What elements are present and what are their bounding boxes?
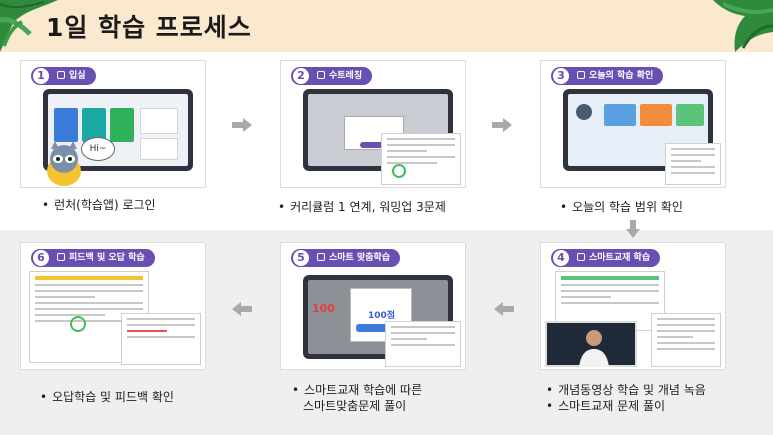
schedule-panel — [140, 138, 178, 160]
step-badge-label: 스마트 맞춤학습 — [329, 253, 391, 263]
step-badge: 1 입실 — [31, 67, 96, 85]
header-band — [0, 0, 773, 52]
step-number: 6 — [33, 250, 49, 266]
page-title: 1일 학습 프로세스 — [46, 13, 252, 42]
step-caption-5: •스마트교재 학습에 따른 스마트맞춤문제 풀이 — [292, 383, 423, 413]
step-card-3: 3 오늘의 학습 확인 — [540, 60, 726, 188]
step-card-1: 1 입실 Hi~ — [20, 60, 206, 188]
step-card-2: 2 수트레칭 — [280, 60, 466, 188]
step-badge-label: 피드백 및 오답 학습 — [69, 253, 145, 263]
feedback-sheet — [121, 313, 201, 365]
app-tile-green — [110, 108, 134, 142]
lesson-card-green — [676, 104, 704, 126]
circle-mark-icon — [392, 164, 406, 178]
step-badge: 3 오늘의 학습 확인 — [551, 67, 664, 85]
feedback-icon — [57, 253, 65, 261]
circle-mark-icon — [70, 316, 86, 332]
arrow-down-icon — [626, 220, 640, 238]
step-caption-1: •런처(학습앱) 로그인 — [42, 198, 156, 212]
result-button — [356, 324, 406, 332]
login-icon — [57, 71, 65, 79]
problem-sheet — [381, 133, 461, 185]
lesson-card-blue — [604, 104, 636, 126]
avatar — [576, 104, 592, 120]
step-badge: 5 스마트 맞춤학습 — [291, 249, 401, 267]
raccoon-mascot-icon — [47, 141, 81, 186]
problem-sheet — [385, 321, 461, 367]
arrow-right-icon — [492, 118, 512, 132]
step-number: 1 — [33, 68, 49, 84]
step-number: 3 — [553, 68, 569, 84]
score-small-text: 100점 — [368, 311, 396, 321]
checklist-icon — [577, 71, 585, 79]
problem-sheet — [651, 313, 721, 367]
textbook-icon — [577, 253, 585, 261]
app-tile-teal — [82, 108, 106, 142]
arrow-left-icon — [494, 302, 514, 316]
textbook-page — [665, 143, 721, 185]
app-tile-blue — [54, 108, 78, 142]
profile-panel — [140, 108, 178, 134]
palm-leaf-left-icon — [0, 0, 58, 52]
step-caption-2: •커리큘럼 1 연계, 워밍업 3문제 — [278, 200, 446, 214]
arrow-left-icon — [232, 302, 252, 316]
arrow-right-icon — [232, 118, 252, 132]
teacher-icon — [579, 330, 609, 367]
step-badge-label: 스마트교재 학습 — [589, 253, 651, 263]
step-badge: 4 스마트교재 학습 — [551, 249, 661, 267]
step-badge-label: 수트레칭 — [329, 71, 363, 81]
lesson-card-orange — [640, 104, 672, 126]
speech-bubble: Hi~ — [81, 137, 115, 161]
tablet-frame — [563, 89, 713, 171]
step-number: 4 — [553, 250, 569, 266]
stretch-icon — [317, 71, 325, 79]
dialog-button — [360, 142, 388, 148]
smart-learning-icon — [317, 253, 325, 261]
step-number: 5 — [293, 250, 309, 266]
palm-leaf-right-icon — [713, 0, 773, 52]
step-card-5: 5 스마트 맞춤학습 100 100점 — [280, 242, 466, 370]
step-badge-label: 입실 — [69, 71, 86, 81]
step-badge: 2 수트레칭 — [291, 67, 373, 85]
step-caption-6: •오답학습 및 피드백 확인 — [40, 390, 174, 404]
score-text: 100 — [312, 302, 335, 315]
step-card-4: 4 스마트교재 학습 — [540, 242, 726, 370]
step-badge: 6 피드백 및 오답 학습 — [31, 249, 155, 267]
concept-video-player — [545, 321, 637, 367]
step-caption-3: •오늘의 학습 범위 확인 — [560, 200, 683, 214]
step-number: 2 — [293, 68, 309, 84]
step-card-6: 6 피드백 및 오답 학습 — [20, 242, 206, 370]
step-caption-4: •개념동영상 학습 및 개념 녹음 •스마트교재 문제 풀이 — [546, 383, 706, 413]
step-badge-label: 오늘의 학습 확인 — [589, 71, 654, 81]
